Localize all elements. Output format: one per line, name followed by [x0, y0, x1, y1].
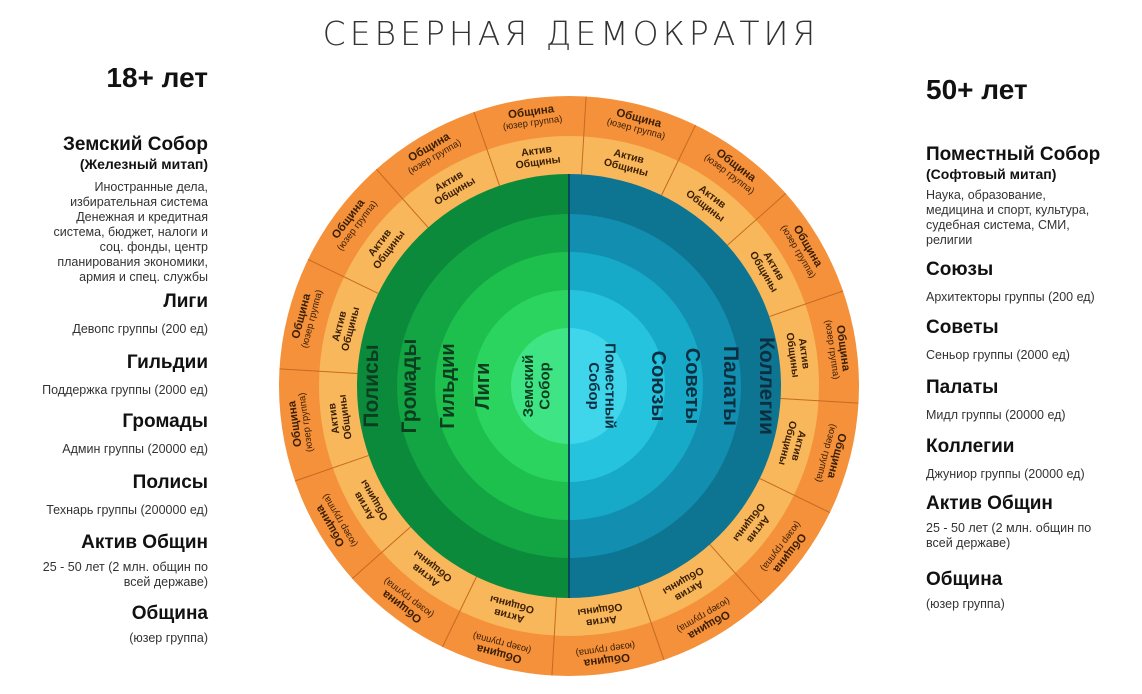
left-ring-label: Громады: [398, 339, 421, 434]
segment-divider: [759, 478, 831, 514]
left-block-zemsky: Земский Собор (Железный митап) Иностранн…: [54, 134, 209, 285]
label-line: Поместный: [601, 343, 618, 429]
left-center-label: ЗемскийСобор: [520, 355, 554, 418]
block-desc: Поддержка группы (2000 ед): [42, 383, 208, 397]
label-line: Громады: [398, 339, 421, 434]
left-block-gildii: Гильдии Поддержка группы (2000 ед): [42, 352, 208, 398]
block-desc: Мидл группы (20000 ед): [926, 408, 1066, 422]
segment-divider: [727, 192, 787, 246]
block-title: Советы: [926, 317, 999, 338]
label-line: Актив: [520, 143, 553, 159]
segment-divider: [351, 526, 411, 580]
block-desc: Технарь группы (200000 ед): [46, 503, 208, 517]
left-block-gromady: Громады Админ группы (20000 ед): [62, 411, 208, 457]
segment-divider: [580, 96, 587, 175]
right-ring-label: Союзы: [647, 351, 669, 422]
left-ring-label: Гильдии: [437, 343, 459, 428]
right-block-aktiv: Актив Общин 25 - 50 лет (2 млн. общин по…: [926, 493, 1091, 551]
label-line: Собор: [536, 362, 553, 410]
right-ring-label: Коллегии: [755, 337, 778, 435]
left-ring-4: [511, 328, 569, 444]
block-subtitle: (Железный митап): [79, 156, 208, 172]
left-block-polisy: Полисы Технарь группы (200000 ед): [46, 472, 208, 518]
block-desc: 25 - 50 лет (2 млн. общин по всей держав…: [42, 560, 208, 589]
block-title: Полисы: [132, 472, 208, 493]
right-block-pomestny: Поместный Собор (Софтовый митап) Наука, …: [926, 144, 1100, 248]
block-subtitle: (Софтовый митап): [926, 166, 1057, 182]
label-line: Собор: [585, 362, 602, 410]
block-title: Гильдии: [126, 352, 208, 373]
block-title: Громады: [122, 411, 208, 432]
right-ring-label: Палаты: [719, 346, 742, 426]
segment-divider: [661, 124, 697, 196]
block-title: Актив Общин: [926, 493, 1053, 514]
label-line: Актив: [585, 613, 618, 629]
segment-divider: [441, 576, 477, 648]
right-block-kollegii: Коллегии Джуниор группы (20000 ед): [926, 436, 1085, 482]
right-block-soyuzy: Союзы Архитекторы группы (200 ед): [926, 259, 1095, 305]
block-title: Палаты: [926, 377, 999, 398]
label-line: Земский: [520, 355, 537, 418]
block-desc: (юзер группа): [129, 631, 208, 645]
segment-divider: [637, 586, 665, 661]
block-desc: Сеньор группы (2000 ед): [926, 348, 1070, 362]
block-title: Союзы: [926, 259, 994, 280]
segment-divider: [294, 454, 369, 482]
block-title: Община: [926, 569, 1003, 590]
label-line: Палаты: [719, 346, 742, 426]
block-desc: Админ группы (20000 ед): [62, 442, 208, 456]
left-ring-label: Лиги: [472, 363, 494, 410]
block-desc: Джуниор группы (20000 ед): [926, 467, 1085, 481]
block-title: Лиги: [163, 291, 208, 312]
right-center-label: ПоместныйСобор: [585, 343, 619, 429]
block-desc: (юзер группа): [926, 597, 1005, 611]
label-line: Актив: [326, 402, 342, 435]
left-block-ligi: Лиги Девопс группы (200 ед): [72, 291, 208, 337]
right-ring-label: Советы: [681, 348, 703, 424]
left-ring-label: Полисы: [360, 344, 383, 427]
block-title: Община: [131, 603, 208, 624]
block-desc: Наука, образование, медицина и спорт, ку…: [926, 188, 1090, 247]
segment-divider: [279, 368, 358, 375]
right-block-obshchina: Община (юзер группа): [926, 569, 1005, 612]
segment-divider: [780, 397, 859, 404]
label-line: Гильдии: [437, 343, 459, 428]
block-title: Актив Общин: [81, 532, 208, 553]
block-title: Земский Собор: [62, 134, 208, 155]
block-desc: Архитекторы группы (200 ед): [926, 290, 1095, 304]
label-line: Союзы: [647, 351, 669, 422]
left-block-obshchina: Община (юзер группа): [129, 603, 208, 646]
segment-divider: [307, 258, 379, 294]
segment-divider: [709, 544, 763, 604]
label-line: Актив: [796, 337, 812, 370]
segment-divider: [375, 168, 429, 228]
label-line: Советы: [681, 348, 703, 424]
page-title: СЕВЕРНАЯ ДЕМОКРАТИЯ: [322, 14, 820, 53]
label-line: Коллегии: [755, 337, 778, 435]
segment-divider: [473, 111, 501, 186]
block-title: Коллегии: [926, 436, 1015, 457]
right-block-sovety: Советы Сеньор группы (2000 ед): [926, 317, 1070, 363]
right-ring-4: [569, 328, 627, 444]
segment-divider: [551, 597, 558, 676]
right-block-palaty: Палаты Мидл группы (20000 ед): [926, 377, 1066, 423]
label-line: Полисы: [360, 344, 383, 427]
block-desc: Девопс группы (200 ед): [72, 322, 208, 336]
left-block-aktiv: Актив Общин 25 - 50 лет (2 млн. общин по…: [43, 532, 208, 590]
block-title: Поместный Собор: [926, 144, 1101, 165]
block-desc: 25 - 50 лет (2 млн. общин по всей держав…: [926, 521, 1092, 550]
label-line: Лиги: [472, 363, 494, 410]
block-desc: Иностранные дела, избирательная система …: [53, 180, 209, 284]
right-age: 50+ лет: [926, 74, 1028, 105]
segment-divider: [769, 290, 844, 318]
left-age: 18+ лет: [106, 62, 208, 93]
